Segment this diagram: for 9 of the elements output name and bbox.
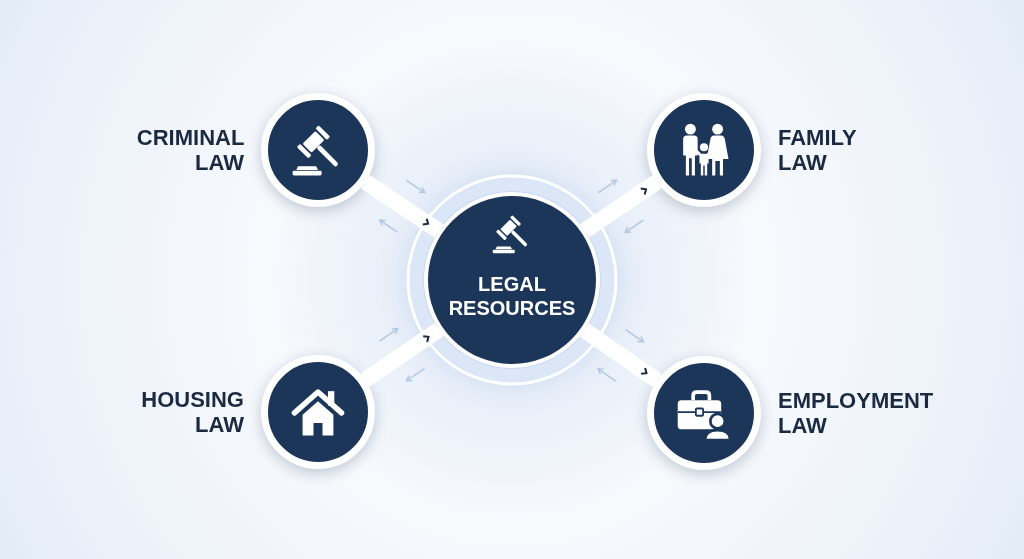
connector-bar (579, 323, 662, 388)
category-label: CRIMINAL LAW (136, 125, 244, 175)
connector-bar (360, 322, 444, 387)
category-label: FAMILY LAW (778, 125, 857, 175)
category-label: HOUSING LAW (141, 387, 244, 437)
connector-bar (360, 175, 444, 238)
category-label: EMPLOYMENT LAW (778, 388, 934, 438)
hub-title: LEGAL RESOURCES (447, 272, 577, 320)
connector-bar (580, 175, 662, 238)
